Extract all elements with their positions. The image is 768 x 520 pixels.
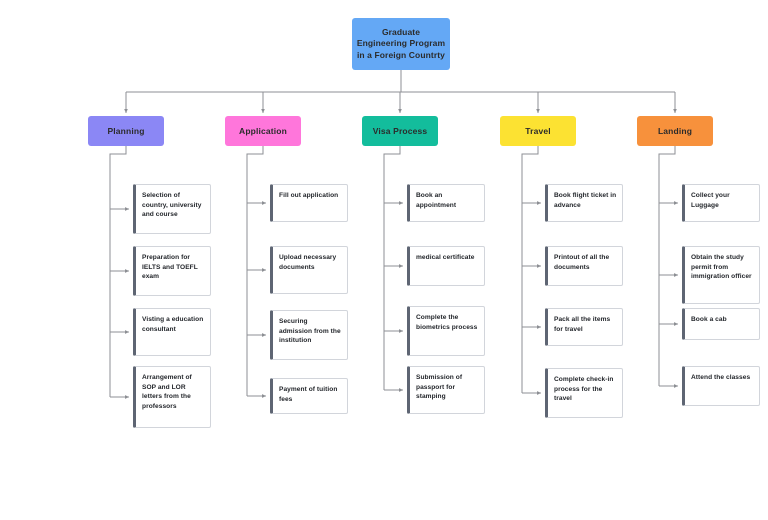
step-box-landing-1[interactable]: Collect your Luggage — [682, 184, 760, 222]
category-label: Application — [239, 126, 287, 136]
category-node-landing[interactable]: Landing — [637, 116, 713, 146]
step-label: Preparation for IELTS and TOEFL exam — [142, 254, 198, 281]
step-label: Submission of passport for stamping — [416, 374, 463, 401]
step-box-planning-3[interactable]: Visting a education consultant — [133, 308, 211, 356]
step-label: Securing admission from the institution — [279, 318, 341, 345]
step-box-planning-4[interactable]: Arrangement of SOP and LOR letters from … — [133, 366, 211, 428]
step-label: Visting a education consultant — [142, 316, 204, 333]
step-label: Attend the classes — [691, 374, 751, 381]
step-box-application-1[interactable]: Fill out application — [270, 184, 348, 222]
step-box-visa-process-3[interactable]: Complete the biometrics process — [407, 306, 485, 356]
step-label: Complete the biometrics process — [416, 314, 478, 331]
step-label: Printout of all the documents — [554, 254, 610, 271]
step-box-travel-3[interactable]: Pack all the items for travel — [545, 308, 623, 346]
step-box-travel-2[interactable]: Printout of all the documents — [545, 246, 623, 286]
category-node-visa-process[interactable]: Visa Process — [362, 116, 438, 146]
step-box-planning-2[interactable]: Preparation for IELTS and TOEFL exam — [133, 246, 211, 296]
step-box-planning-1[interactable]: Selection of country, university and cou… — [133, 184, 211, 234]
category-node-planning[interactable]: Planning — [88, 116, 164, 146]
step-box-visa-process-4[interactable]: Submission of passport for stamping — [407, 366, 485, 414]
step-label: Upload necessary documents — [279, 254, 337, 271]
step-box-application-2[interactable]: Upload necessary documents — [270, 246, 348, 294]
step-box-landing-3[interactable]: Book a cab — [682, 308, 760, 340]
category-node-travel[interactable]: Travel — [500, 116, 576, 146]
category-label: Planning — [107, 126, 145, 136]
step-box-visa-process-2[interactable]: medical certificate — [407, 246, 485, 286]
step-label: Book a cab — [691, 316, 727, 323]
category-node-application[interactable]: Application — [225, 116, 301, 146]
step-box-visa-process-1[interactable]: Book an appointment — [407, 184, 485, 222]
category-label: Landing — [657, 126, 693, 136]
step-box-travel-4[interactable]: Complete check-in process for the travel — [545, 368, 623, 418]
step-label: Complete check-in process for the travel — [554, 376, 614, 403]
step-label: Book flight ticket in advance — [554, 192, 617, 209]
step-label: Payment of tuition fees — [279, 386, 338, 403]
step-label: Selection of country, university and cou… — [142, 192, 202, 219]
step-box-application-4[interactable]: Payment of tuition fees — [270, 378, 348, 414]
step-box-landing-4[interactable]: Attend the classes — [682, 366, 760, 406]
root-node[interactable]: Graduate Engineering Program in a Foreig… — [352, 18, 450, 70]
step-box-travel-1[interactable]: Book flight ticket in advance — [545, 184, 623, 222]
step-label: medical certificate — [416, 254, 475, 261]
step-label: Collect your Luggage — [691, 192, 730, 209]
category-label: Visa Process — [372, 126, 428, 136]
step-box-landing-2[interactable]: Obtain the study permit from immigration… — [682, 246, 760, 304]
step-box-application-3[interactable]: Securing admission from the institution — [270, 310, 348, 360]
step-label: Book an appointment — [416, 192, 457, 209]
step-label: Pack all the items for travel — [554, 316, 611, 333]
step-label: Arrangement of SOP and LOR letters from … — [142, 374, 192, 410]
category-label: Travel — [525, 126, 551, 136]
step-label: Obtain the study permit from immigration… — [691, 254, 752, 281]
step-label: Fill out application — [279, 192, 339, 199]
